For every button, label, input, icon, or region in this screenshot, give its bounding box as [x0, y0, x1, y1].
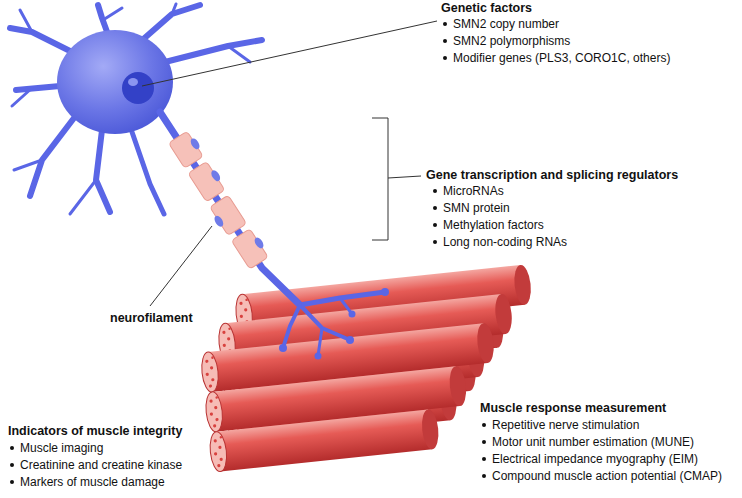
heading-label: Gene transcription and splicing regulato…: [426, 168, 678, 182]
list-item: Repetitive nerve stimulation: [492, 418, 639, 432]
list-item: SMN2 copy number: [453, 17, 559, 31]
list-item: Methylation factors: [443, 218, 544, 232]
list-item: Compound muscle action potential (CMAP): [492, 469, 722, 483]
list-item: SMN2 polymorphisms: [453, 34, 570, 48]
list-item: Motor unit number estimation (MUNE): [492, 435, 694, 449]
bullet-dot: [10, 463, 14, 467]
leader-line: [388, 176, 421, 178]
bracket: [372, 118, 388, 240]
bullet-dot: [433, 206, 437, 210]
bullet-dot: [443, 56, 447, 60]
heading-label: Genetic factors: [441, 1, 532, 15]
bullet-dot: [482, 423, 486, 427]
heading-label: Muscle response measurement: [480, 401, 666, 415]
bullet-dot: [482, 474, 486, 478]
axon: [160, 112, 300, 305]
heading-label: neurofilament: [110, 311, 193, 325]
list-item: Long non-coding RNAs: [443, 235, 567, 249]
bullet-dot: [10, 480, 14, 484]
bullet-dot: [10, 446, 14, 450]
list-item: Creatinine and creatine kinase: [20, 458, 182, 472]
bullet-dot: [433, 189, 437, 193]
nerve-terminals: [283, 292, 385, 356]
list-item: MicroRNAs: [443, 184, 504, 198]
list-item: Markers of muscle damage: [20, 475, 165, 489]
list-item: Electrical impedance myography (EIM): [492, 452, 698, 466]
terminal-buttons: [279, 288, 389, 360]
bullet-dot: [482, 457, 486, 461]
list-item: SMN protein: [443, 201, 510, 215]
cell-body: [57, 30, 173, 134]
leader-line: [150, 226, 212, 306]
list-item: Modifier genes (PLS3, CORO1C, others): [453, 51, 670, 65]
bullet-dot: [433, 223, 437, 227]
bullet-dot: [443, 22, 447, 26]
bullet-dot: [443, 39, 447, 43]
heading-label: Indicators of muscle integrity: [8, 424, 182, 438]
dendrites: [10, 4, 262, 214]
leader-line: [142, 21, 437, 86]
list-item: Muscle imaging: [20, 441, 103, 455]
bullet-dot: [482, 440, 486, 444]
bullet-dot: [433, 240, 437, 244]
